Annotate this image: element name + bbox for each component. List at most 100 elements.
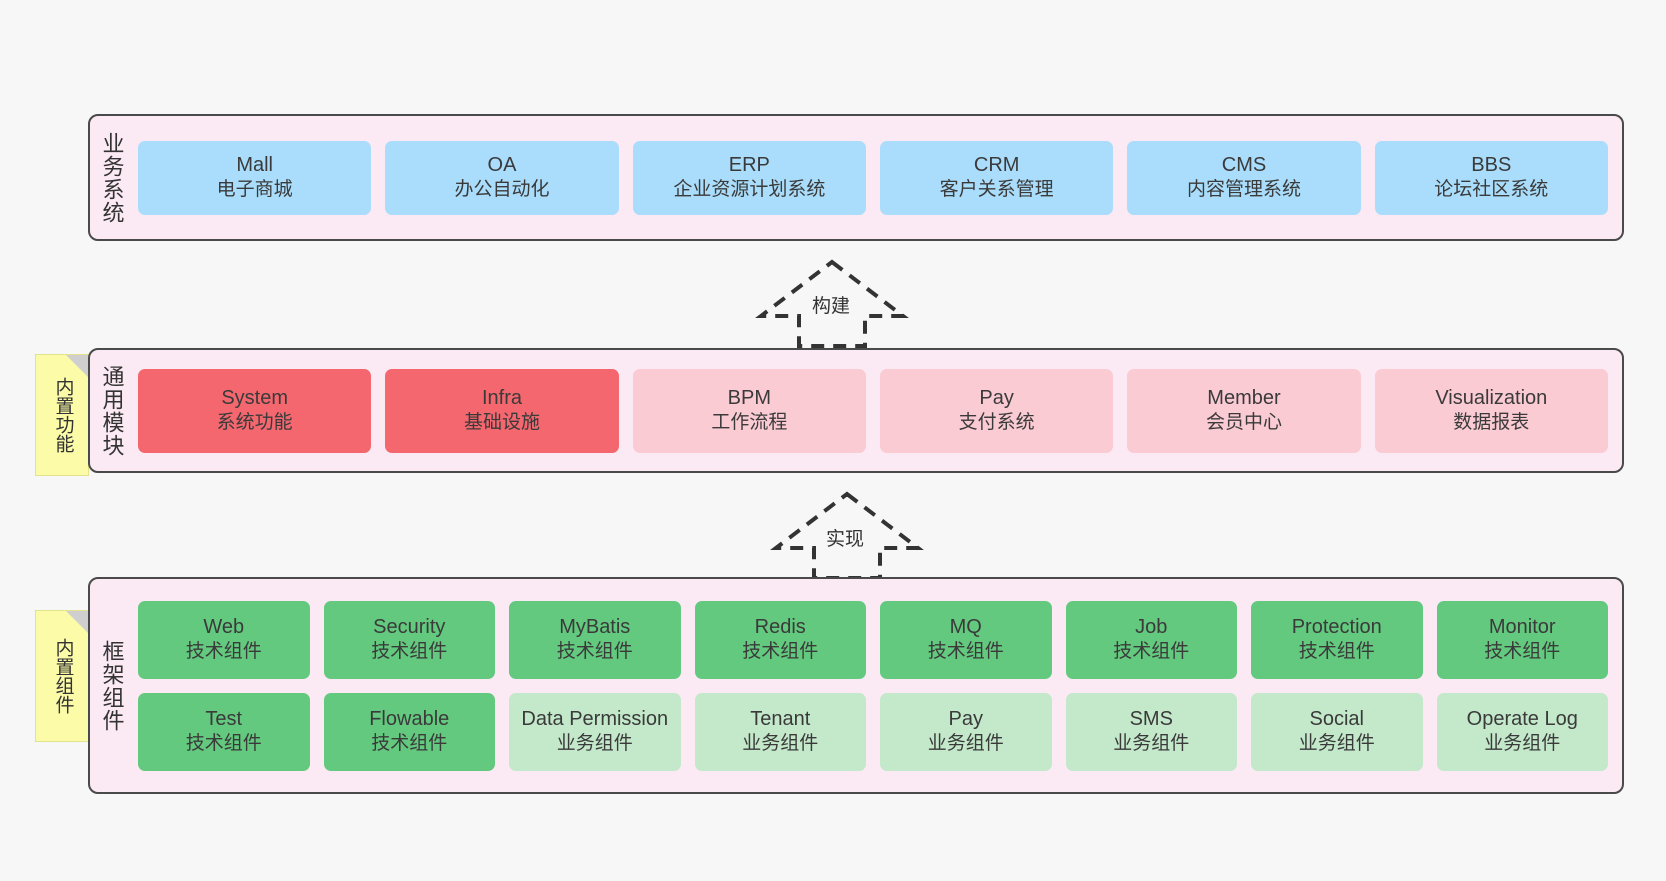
node-label-cn: 业务组件 [556, 733, 633, 755]
node-system[interactable]: System 系统功能 [138, 368, 372, 453]
node-label-en: CRM [973, 153, 1020, 176]
node-label-cn: 技术组件 [185, 641, 262, 663]
framework-row-business: Test 技术组件 Flowable 技术组件 Data Permission … [138, 692, 1608, 771]
node-label-cn: 基础设施 [463, 412, 540, 434]
node-test[interactable]: Test 技术组件 [138, 692, 310, 771]
node-label-en: Redis [754, 615, 806, 638]
node-label-cn: 客户关系管理 [939, 179, 1054, 201]
connector-implement-arrow [770, 490, 924, 580]
layer-body-framework-components: Web 技术组件 Security 技术组件 MyBatis 技术组件 Redi… [134, 579, 1622, 792]
node-label-cn: 工作流程 [711, 412, 788, 434]
node-bpm[interactable]: BPM 工作流程 [632, 368, 866, 453]
node-label-cn: 业务组件 [1113, 733, 1190, 755]
node-label-cn: 论坛社区系统 [1434, 179, 1549, 201]
node-label-en: Social [1309, 707, 1364, 730]
node-label-cn: 技术组件 [185, 733, 262, 755]
node-sms[interactable]: SMS 业务组件 [1065, 692, 1237, 771]
node-label-en: Operate Log [1466, 707, 1578, 730]
node-label-en: Data Permission [521, 707, 669, 730]
layer-title-business-system: 业务系统 [99, 131, 125, 224]
note-label: 内置组件 [52, 638, 74, 714]
node-label-en: Job [1135, 615, 1168, 638]
node-label-cn: 技术组件 [371, 641, 448, 663]
note-fold-corner-icon [66, 611, 88, 633]
connector-build-arrow [755, 258, 909, 348]
note-fold-corner-icon [66, 355, 88, 377]
node-bbs[interactable]: BBS 论坛社区系统 [1374, 140, 1608, 215]
node-label-en: Mall [236, 153, 273, 176]
node-oa[interactable]: OA 办公自动化 [385, 140, 619, 215]
node-label-en: BBS [1471, 153, 1512, 176]
node-label-en: Security [373, 615, 446, 638]
node-member[interactable]: Member 会员中心 [1127, 368, 1361, 453]
connector-implement-label: 实现 [826, 529, 865, 550]
node-label-en: Visualization [1435, 386, 1548, 409]
node-job[interactable]: Job 技术组件 [1065, 600, 1237, 679]
node-label-en: Web [203, 615, 245, 638]
node-label-cn: 办公自动化 [454, 179, 550, 201]
node-pay-module[interactable]: Pay 支付系统 [879, 368, 1114, 453]
node-label-en: System [221, 386, 288, 409]
connector-build-label: 构建 [812, 296, 851, 317]
node-label-en: OA [487, 153, 517, 176]
node-label-cn: 数据报表 [1453, 412, 1530, 434]
node-infra[interactable]: Infra 基础设施 [385, 368, 619, 453]
node-label-cn: 技术组件 [556, 641, 633, 663]
node-label-en: Tenant [750, 707, 811, 730]
layer-title-framework-components: 框架组件 [99, 639, 125, 732]
node-label-en: Protection [1291, 615, 1382, 638]
node-label-en: Infra [481, 386, 522, 409]
node-crm[interactable]: CRM 客户关系管理 [879, 140, 1114, 215]
node-label-cn: 支付系统 [958, 412, 1035, 434]
node-label-cn: 技术组件 [1484, 641, 1561, 663]
node-label-cn: 电子商城 [216, 179, 293, 201]
layer-body-common-modules: System 系统功能 Infra 基础设施 BPM 工作流程 Pay 支付系统… [134, 350, 1622, 471]
node-social[interactable]: Social 业务组件 [1251, 692, 1423, 771]
layer-framework-components: 框架组件 Web 技术组件 Security 技术组件 MyBatis 技术组件… [88, 577, 1624, 794]
node-redis[interactable]: Redis 技术组件 [694, 600, 866, 679]
node-label-cn: 技术组件 [371, 733, 448, 755]
node-label-cn: 业务组件 [742, 733, 819, 755]
layer-business-system: 业务系统 Mall 电子商城 OA 办公自动化 ERP 企业资源计划系统 CRM… [88, 114, 1624, 241]
node-label-en: Flowable [369, 707, 450, 730]
node-label-cn: 技术组件 [742, 641, 819, 663]
node-erp[interactable]: ERP 企业资源计划系统 [632, 140, 866, 215]
node-visualization[interactable]: Visualization 数据报表 [1374, 368, 1608, 453]
node-pay-component[interactable]: Pay 业务组件 [880, 692, 1052, 771]
node-label-cn: 企业资源计划系统 [673, 179, 826, 201]
node-label-en: CMS [1221, 153, 1267, 176]
node-flowable[interactable]: Flowable 技术组件 [323, 692, 495, 771]
node-label-en: ERP [728, 153, 770, 176]
node-mybatis[interactable]: MyBatis 技术组件 [509, 600, 681, 679]
node-label-en: Test [205, 707, 243, 730]
node-label-en: Pay [979, 386, 1014, 409]
node-label-cn: 业务组件 [927, 733, 1004, 755]
node-cms[interactable]: CMS 内容管理系统 [1127, 140, 1361, 215]
node-label-en: Member [1207, 386, 1281, 409]
node-data-permission[interactable]: Data Permission 业务组件 [509, 692, 681, 771]
node-label-en: BPM [727, 386, 771, 409]
node-label-en: MyBatis [559, 615, 631, 638]
layer-common-modules: 通用模块 System 系统功能 Infra 基础设施 BPM 工作流程 Pay… [88, 348, 1624, 473]
node-label-cn: 技术组件 [927, 641, 1004, 663]
node-monitor[interactable]: Monitor 技术组件 [1436, 600, 1608, 679]
node-label-en: MQ [949, 615, 982, 638]
node-label-cn: 业务组件 [1484, 733, 1561, 755]
node-mq[interactable]: MQ 技术组件 [880, 600, 1052, 679]
node-label-cn: 内容管理系统 [1186, 179, 1301, 201]
node-label-en: Pay [948, 707, 983, 730]
node-security[interactable]: Security 技术组件 [323, 600, 495, 679]
node-mall[interactable]: Mall 电子商城 [138, 140, 372, 215]
node-label-cn: 系统功能 [216, 412, 293, 434]
node-operate-log[interactable]: Operate Log 业务组件 [1436, 692, 1608, 771]
node-label-cn: 会员中心 [1205, 412, 1282, 434]
node-label-cn: 业务组件 [1298, 733, 1375, 755]
node-protection[interactable]: Protection 技术组件 [1251, 600, 1423, 679]
node-tenant[interactable]: Tenant 业务组件 [694, 692, 866, 771]
node-label-en: Monitor [1488, 615, 1556, 638]
note-label: 内置功能 [52, 377, 74, 453]
layer-title-common-modules: 通用模块 [99, 364, 125, 457]
note-builtin-component: 内置组件 [35, 610, 89, 742]
layer-body-business-system: Mall 电子商城 OA 办公自动化 ERP 企业资源计划系统 CRM 客户关系… [134, 116, 1622, 239]
node-web[interactable]: Web 技术组件 [138, 600, 310, 679]
